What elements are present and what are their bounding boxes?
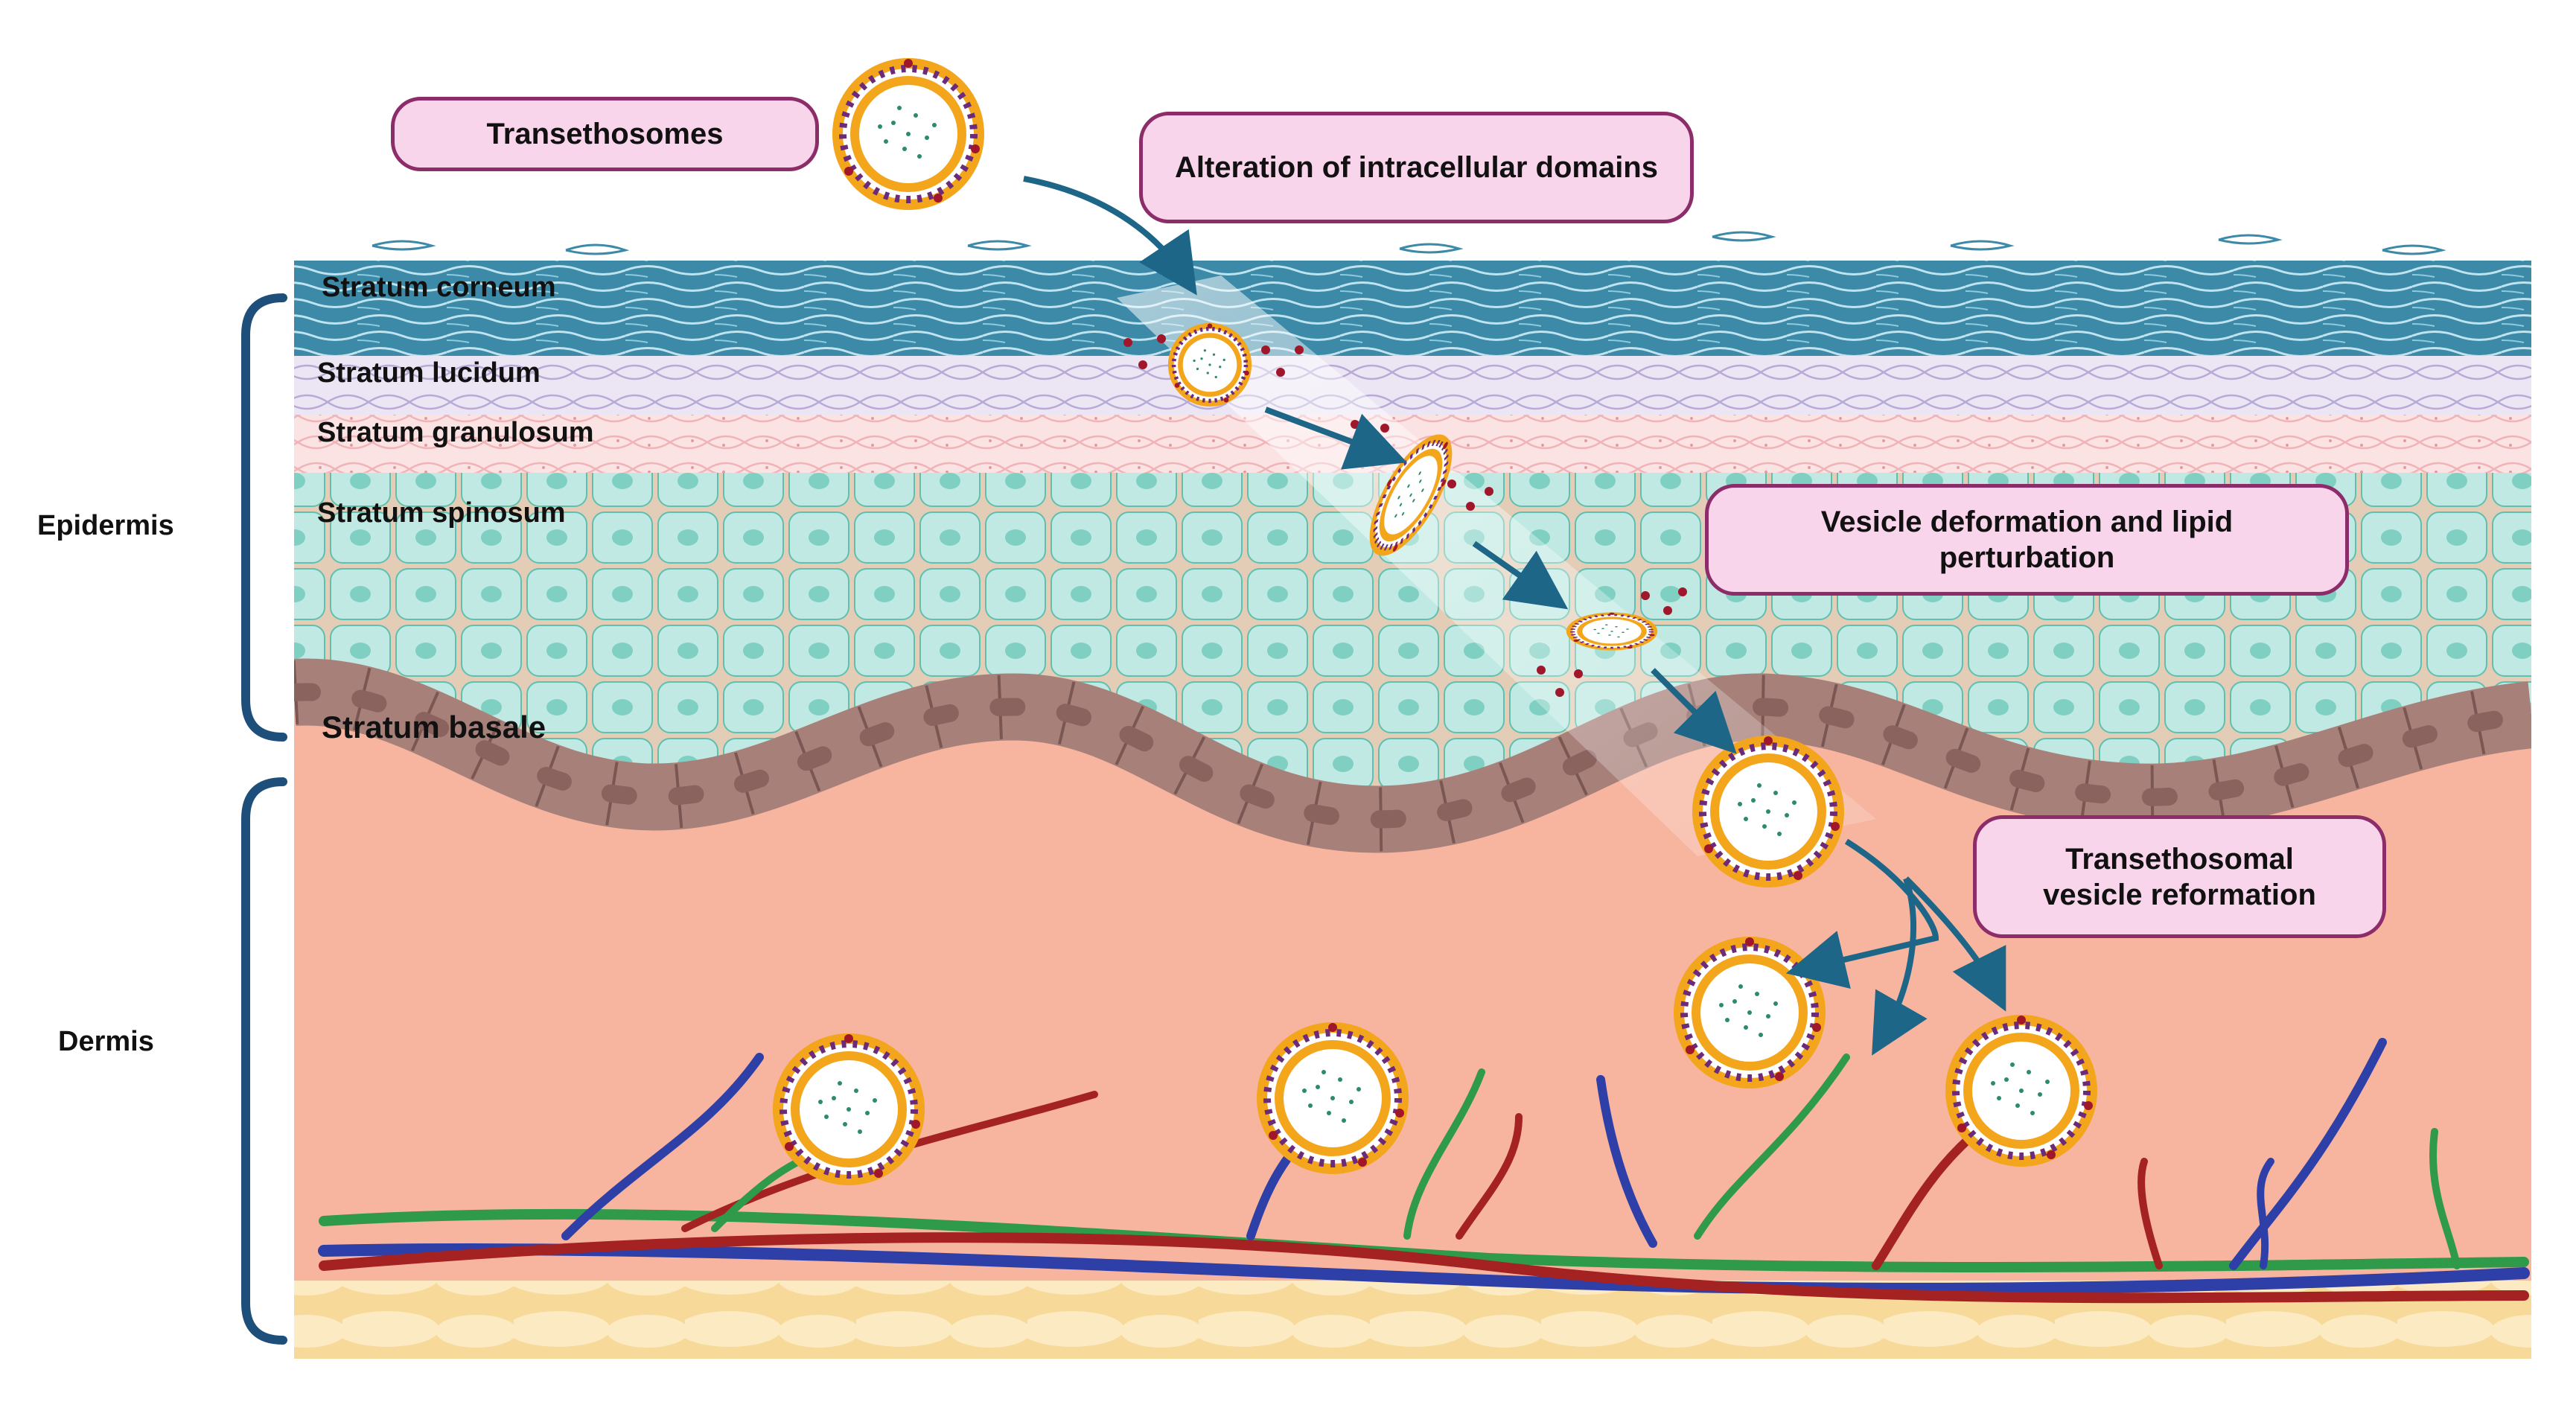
callout-transethosomes: Transethosomes [391,97,819,171]
vesicle-dermis-3-icon [773,1033,925,1185]
vesicle-lucidum-icon [1168,323,1252,407]
vesicle-dermis-4-icon [1257,1022,1409,1174]
vesicle-dermis-1-icon [1674,937,1826,1088]
label-stratum-lucidum: Stratum lucidum [317,357,541,389]
callout-deformation: Vesicle deformation and lipid perturbati… [1705,484,2349,596]
label-stratum-corneum: Stratum corneum [322,272,556,303]
callout-alteration: Alteration of intracellular domains [1139,112,1694,223]
label-stratum-granulosum: Stratum granulosum [317,417,594,448]
callout-reformation: Transethosomal vesicle reformation [1973,815,2386,938]
vesicle-top-icon [832,58,984,210]
vesicle-dermis-2-icon [1945,1015,2097,1167]
vesicle-flattened-icon [1566,613,1657,651]
label-epidermis: Epidermis [37,510,174,541]
label-stratum-spinosum: Stratum spinosum [317,497,566,529]
vesicle-reformed-icon [1692,736,1844,887]
label-dermis: Dermis [58,1026,154,1057]
label-stratum-basale: Stratum basale [322,710,546,745]
